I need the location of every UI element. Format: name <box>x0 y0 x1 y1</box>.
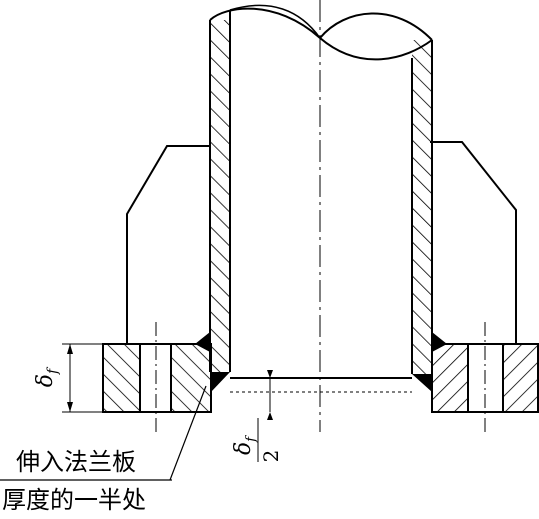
svg-text:δf: δf <box>231 435 259 455</box>
weld-outer-left <box>195 332 210 352</box>
pipe-wall-right <box>411 40 433 374</box>
weld-inner-left <box>211 372 230 392</box>
note-line-1: 伸入法兰板 <box>16 448 136 476</box>
dim-half-thickness <box>267 370 273 420</box>
weld-outer-right <box>432 332 447 352</box>
flange-right <box>431 343 539 413</box>
flange-left <box>102 343 212 413</box>
weld-inner-right <box>412 374 432 392</box>
note-line-2: 厚度的一半处 <box>2 486 146 514</box>
pipe-break-line <box>209 7 433 61</box>
leader-line <box>169 385 207 481</box>
svg-text:2: 2 <box>259 450 283 463</box>
dim-flange-thickness-label: δf <box>33 366 61 387</box>
dim-flange-thickness <box>62 343 103 413</box>
dim-half-thickness-label: δf 2 <box>231 418 283 462</box>
hub-right-outline <box>430 141 517 344</box>
pipe-wall-left <box>209 10 231 372</box>
hub-left-outline <box>126 145 210 344</box>
